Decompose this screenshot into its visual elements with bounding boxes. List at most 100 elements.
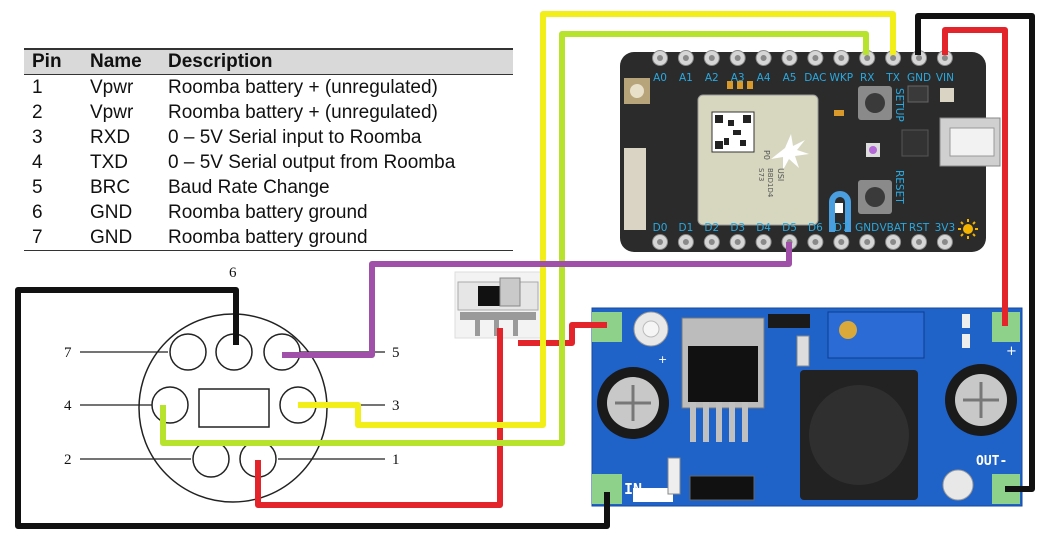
usb-port — [949, 127, 995, 157]
mini-din-connector: 7 4 2 6 5 3 1 — [64, 265, 400, 503]
in-plus-label: + — [658, 353, 667, 366]
photon-top-pin-hole — [838, 55, 845, 61]
pin-description: Baud Rate Change — [168, 177, 330, 198]
wire-rx-from-txd — [160, 31, 869, 446]
wires — [15, 11, 1035, 529]
pin-1-label: 1 — [392, 452, 400, 468]
photon-top-pin-label: A0 — [653, 72, 667, 84]
photon-bottom-pin-label: D3 — [730, 222, 745, 234]
photon-top-pin-hole — [657, 55, 663, 61]
smd-resistor — [796, 335, 810, 367]
slide-switch[interactable] — [454, 271, 546, 339]
photon-top-pin-hole — [941, 55, 948, 61]
module-text-lot: S73 — [757, 168, 765, 181]
module-text-usi: USI — [776, 168, 785, 181]
setup-button-cap[interactable] — [865, 93, 885, 113]
photon-bottom-pin-hole — [916, 239, 922, 245]
pin-name: Vpwr — [90, 77, 134, 98]
pin-4-label: 4 — [64, 398, 72, 414]
photon-bottom-pin-label: VBAT — [880, 222, 908, 234]
photon-top-pin-label: VIN — [936, 72, 954, 84]
smd-component — [962, 314, 970, 328]
pin-description: Roomba battery ground — [160, 225, 513, 251]
photon-top-pin-hole — [812, 55, 819, 61]
pin-number: 7 — [24, 225, 82, 251]
d7-led-outline — [829, 191, 851, 232]
switch-base — [460, 312, 536, 320]
regulator-chip — [901, 129, 929, 157]
smd-resistor — [667, 457, 681, 495]
photon-bottom-pin-label: D6 — [808, 222, 823, 234]
connector-key — [198, 388, 270, 428]
regulator-ic — [688, 346, 758, 402]
photon-top-pin-label: RX — [860, 72, 875, 84]
ic-lead — [703, 402, 709, 442]
pin-2-label: 2 — [64, 452, 72, 468]
wire-vin — [942, 27, 1008, 326]
ic-lead — [690, 402, 696, 442]
photon-bottom-pin-hole — [657, 239, 663, 245]
photon-bottom-pin-label: RST — [909, 222, 930, 234]
photon-board: P0 USI BBD1D4 S73 SETUP RESET — [620, 52, 1001, 252]
smd-component — [962, 334, 970, 348]
pin-description: Roomba battery + (unregulated) — [168, 102, 438, 123]
wire-ground-pin6 — [15, 287, 610, 529]
pin-name: Vpwr — [90, 102, 134, 123]
ic-lead — [716, 402, 722, 442]
photon-bottom-pin-label: D5 — [782, 222, 797, 234]
switch-slider[interactable] — [478, 286, 500, 306]
trim-screw[interactable] — [839, 321, 857, 339]
photon-bottom-pin-hole — [708, 239, 715, 245]
pin-description: Roomba battery ground — [168, 202, 368, 223]
in-label-plate — [633, 488, 673, 502]
capacitor-vent — [615, 385, 651, 421]
photon-bottom-pin-hole — [734, 239, 741, 245]
switch-tab — [499, 277, 521, 307]
photon-bottom-pin-hole — [812, 239, 819, 245]
rgb-led-lens — [869, 146, 877, 154]
photon-bottom-pin-hole — [838, 239, 845, 245]
photon-top-pin-label: DAC — [804, 72, 826, 84]
photon-top-pin-label: TX — [885, 72, 900, 84]
pin-name: GND — [82, 225, 160, 251]
pin-3-label: 3 — [392, 398, 400, 414]
pin-name: BRC — [90, 177, 131, 198]
qr-pattern — [715, 115, 751, 149]
photon-bottom-pin-hole — [890, 239, 897, 245]
photon-top-pin-hole — [864, 55, 871, 61]
wire-ground-photon — [915, 13, 1035, 492]
photon-top-pin-hole — [734, 55, 741, 61]
wire-battery-positive — [255, 328, 503, 508]
pin-2-socket — [192, 440, 230, 478]
photon-top-pin-label: A1 — [679, 72, 693, 84]
smd-component — [940, 88, 954, 102]
mounting-hole-inner — [642, 320, 660, 338]
pin-name: TXD — [90, 152, 128, 173]
photon-bottom-pin-label: D0 — [653, 222, 668, 234]
photon-top-pin-hole — [786, 55, 793, 61]
smd-chip — [907, 85, 929, 103]
smd-component — [834, 110, 844, 116]
setup-label: SETUP — [893, 88, 905, 122]
module-text-code: BBD1D4 — [766, 168, 774, 198]
photon-bottom-pin-hole — [864, 239, 871, 245]
column-header-description: Description — [160, 48, 513, 75]
out-minus-label: OUT- — [976, 454, 1007, 469]
pin-7-label: 7 — [64, 345, 72, 361]
photon-bottom-pin-label: D7 — [834, 222, 849, 234]
smd-capacitor — [689, 475, 755, 501]
mounting-hole — [942, 469, 974, 501]
capacitor-vent — [963, 382, 999, 418]
pin-4-socket — [151, 386, 189, 424]
photon-bottom-pin-label: D4 — [756, 222, 771, 234]
photon-top-pin-label: A5 — [783, 72, 797, 84]
reset-button-cap[interactable] — [865, 187, 885, 207]
photon-top-pin-label: A3 — [731, 72, 745, 84]
column-header-name: Name — [82, 48, 160, 75]
